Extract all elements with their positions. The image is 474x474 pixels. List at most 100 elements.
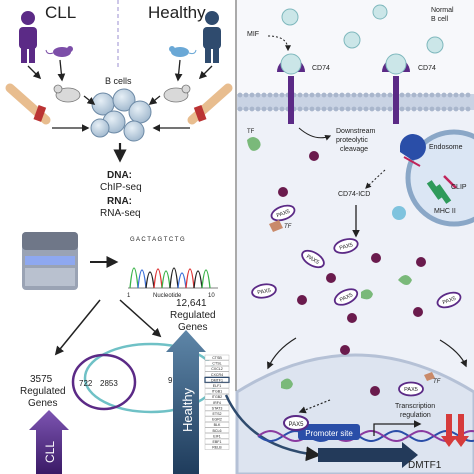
protease-icon <box>400 134 426 161</box>
tf-blob-3 <box>361 289 373 300</box>
sequencer-icon <box>22 232 78 290</box>
downstream-line3: cleavage <box>340 146 368 153</box>
transcription-arrow <box>373 420 422 436</box>
venn-cll-circle <box>71 353 137 411</box>
tf-label-2: TF <box>284 224 292 230</box>
svg-text:PAX5: PAX5 <box>339 242 354 251</box>
pax5-protein: PAX5 <box>398 381 424 397</box>
svg-text:PAX5: PAX5 <box>404 387 418 393</box>
pax5-protein: PAX5 <box>333 238 359 254</box>
gene-name: ITGB2 <box>212 395 222 399</box>
dna-helix <box>257 429 474 443</box>
ribosome-icon <box>392 206 406 220</box>
clip-label: CLIP <box>451 184 467 191</box>
svg-text:PAX5: PAX5 <box>276 209 291 219</box>
pax5-bound-label: PAX5 <box>289 422 305 428</box>
tf-blob-nuclear <box>281 378 293 390</box>
cd74-icd-dot <box>347 313 357 323</box>
cd74-icd-fragments <box>278 151 426 396</box>
transcription-line1: Transcription <box>395 403 435 410</box>
cd74-icd-dot <box>413 307 423 317</box>
healthy-arrow: Healthy <box>166 330 206 474</box>
endosome <box>405 129 474 227</box>
gene-highlight-label: DMTF1 <box>211 378 223 382</box>
gene-name: EIF1 <box>213 434 221 438</box>
pax5-protein: PAX5 <box>301 249 325 269</box>
pax5-protein: PAX5 <box>436 291 462 309</box>
cd74-left-label: CD74 <box>312 65 330 72</box>
icd-release-arrow <box>365 169 386 189</box>
gene-name: ETS2 <box>213 412 222 416</box>
pax5-protein: PAX5 <box>270 204 296 222</box>
gene-name: ELF1 <box>213 384 222 388</box>
cll-patient-icon <box>19 11 37 63</box>
cll-genes-label: Genes <box>28 398 57 409</box>
cd74-receptor-left <box>277 53 305 124</box>
gene-name: EGR2 <box>212 418 222 422</box>
pax5-bound <box>283 415 309 431</box>
gene-name: CXCR4 <box>211 373 223 377</box>
b-cell-cluster <box>90 88 152 142</box>
gene-list-row <box>204 422 230 428</box>
downstream-line1: Downstream <box>336 128 375 135</box>
healthy-lab-mouse-icon <box>163 84 191 103</box>
gene-list-row <box>204 405 230 411</box>
svg-text:PAX5: PAX5 <box>257 288 271 296</box>
plasma-membrane <box>237 92 474 112</box>
cd74-icd-dot <box>416 257 426 267</box>
venn-cll-only: 722 <box>79 379 93 388</box>
gene-list-row <box>204 438 230 445</box>
svg-text:PAX5: PAX5 <box>442 296 457 306</box>
cd74-icd-dot <box>370 386 380 396</box>
gene-name: CTSL <box>212 362 221 366</box>
cd74-icd-dot <box>371 253 381 263</box>
tf-protein-nuclear <box>424 372 435 381</box>
nucleotide-label: Nucleotide <box>153 293 182 299</box>
tf-protein-brown <box>269 220 283 232</box>
cd74-icd-dot <box>278 187 288 197</box>
svg-text:PAX5: PAX5 <box>339 292 354 303</box>
cd74-icd-label: CD74-ICD <box>338 191 370 198</box>
endosome-label: Endosome <box>429 144 463 151</box>
cd74-icd-dot <box>309 151 319 161</box>
cd74-icd-dot <box>326 273 336 283</box>
healthy-donor-icon <box>203 11 221 63</box>
cleavage-arrow <box>298 127 332 141</box>
dmtf1-arrow <box>318 442 418 468</box>
chromatogram: G A C T A G T C T G 1 Nucleotide 10 <box>127 237 218 299</box>
chipseq-label: ChIP-seq <box>100 182 142 193</box>
gene-list-row <box>204 371 230 377</box>
cll-blood-draw-icon <box>5 83 51 125</box>
rnaseq-label: RNA-seq <box>100 208 141 219</box>
tf-blob-2 <box>398 275 412 285</box>
dna-label: DNA: <box>107 170 132 181</box>
gene-name: BLK <box>214 423 221 427</box>
healthy-title: Healthy <box>148 3 206 22</box>
cll-arrow: CLL <box>29 410 69 474</box>
bcell-label: B cell <box>431 16 449 23</box>
mif-arrow <box>267 35 291 52</box>
healthy-blood-draw-icon <box>187 83 233 125</box>
tf-blob-1 <box>247 137 261 151</box>
axis-start-label: 1 <box>127 293 131 299</box>
gene-list-row <box>204 366 230 372</box>
normal-label: Normal <box>431 7 454 14</box>
gene-name: CXCL2 <box>211 367 223 371</box>
gene-name: CTSB <box>212 356 222 360</box>
gene-list: CTSBCTSLCXCL2CXCR4DMTF1ELF1ITGB1ITGB2IRF… <box>204 354 230 450</box>
transcription-line2: regulation <box>400 412 431 419</box>
pax5-protein: PAX5 <box>333 288 359 306</box>
gene-name: IRF4 <box>213 401 221 405</box>
gene-list-row <box>204 354 230 361</box>
b-cells-label: B cells <box>105 76 132 86</box>
cll-lab-mouse-icon <box>53 84 81 103</box>
gene-name: STAT3 <box>212 406 223 410</box>
healthy-arrow-label: Healthy <box>180 387 195 432</box>
gene-list-row <box>204 433 230 439</box>
gene-name: RELB <box>212 446 222 450</box>
gene-name: EBF1 <box>213 440 222 444</box>
gene-list-row <box>204 382 230 389</box>
